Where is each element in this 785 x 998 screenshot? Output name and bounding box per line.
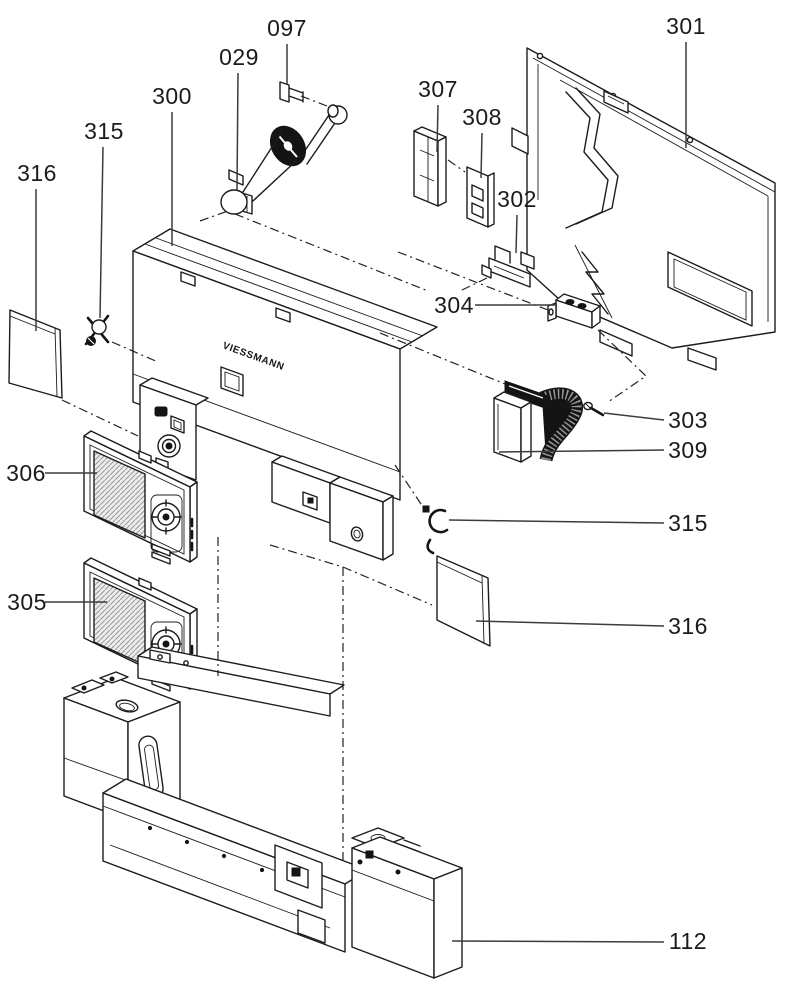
assembly-axis-lines xyxy=(61,95,647,862)
callout-316-left: 316 xyxy=(17,160,57,186)
front-cover-center-module xyxy=(271,455,394,561)
callout-303: 303 xyxy=(668,407,708,433)
callout-306: 306 xyxy=(6,460,46,486)
part-315-right-clip xyxy=(422,505,449,555)
front-cover-control-module xyxy=(139,377,209,481)
part-112-rail-assembly xyxy=(63,646,463,979)
part-306-display-module xyxy=(83,430,198,565)
callout-304: 304 xyxy=(434,292,474,318)
part-309-cable-module xyxy=(493,380,584,463)
leader-307 xyxy=(436,104,439,153)
leader-315-left xyxy=(99,146,104,319)
callout-097: 097 xyxy=(267,15,307,41)
callout-301: 301 xyxy=(666,13,706,39)
leader-112 xyxy=(451,940,665,943)
leader-303 xyxy=(603,412,665,421)
callout-309: 309 xyxy=(668,437,708,463)
leader-302 xyxy=(515,214,518,254)
callout-308: 308 xyxy=(462,104,502,130)
callout-labels: 097 029 300 315 316 307 308 301 302 304 … xyxy=(6,13,708,954)
leader-316-right xyxy=(475,620,665,627)
callout-316-right: 316 xyxy=(668,613,708,639)
callout-315-left: 315 xyxy=(84,118,124,144)
part-304-connector xyxy=(547,293,601,329)
part-302-clamp xyxy=(481,245,535,288)
leader-029 xyxy=(236,72,239,191)
part-097-clip xyxy=(279,81,304,103)
callout-leader-lines xyxy=(35,42,687,943)
callout-302: 302 xyxy=(497,186,537,212)
part-307-plate xyxy=(413,126,447,207)
part-029-knob xyxy=(220,104,348,215)
leader-315-right xyxy=(448,519,665,524)
part-315-left-clip xyxy=(84,314,110,346)
callout-305: 305 xyxy=(7,589,47,615)
part-316-right-plate xyxy=(436,555,491,647)
leader-308 xyxy=(480,132,483,179)
callout-112: 112 xyxy=(669,928,707,954)
callout-300: 300 xyxy=(152,83,192,109)
leader-309 xyxy=(498,449,665,453)
callout-307: 307 xyxy=(418,76,458,102)
part-300-front-cover: VIESSMANN xyxy=(132,228,438,501)
part-316-left-plate xyxy=(8,309,63,399)
part-301-rear-panel xyxy=(511,47,776,371)
part-308-plate xyxy=(466,166,495,228)
part-303-screw xyxy=(583,401,605,417)
callout-029: 029 xyxy=(219,44,259,70)
callout-315-right: 315 xyxy=(668,510,708,536)
